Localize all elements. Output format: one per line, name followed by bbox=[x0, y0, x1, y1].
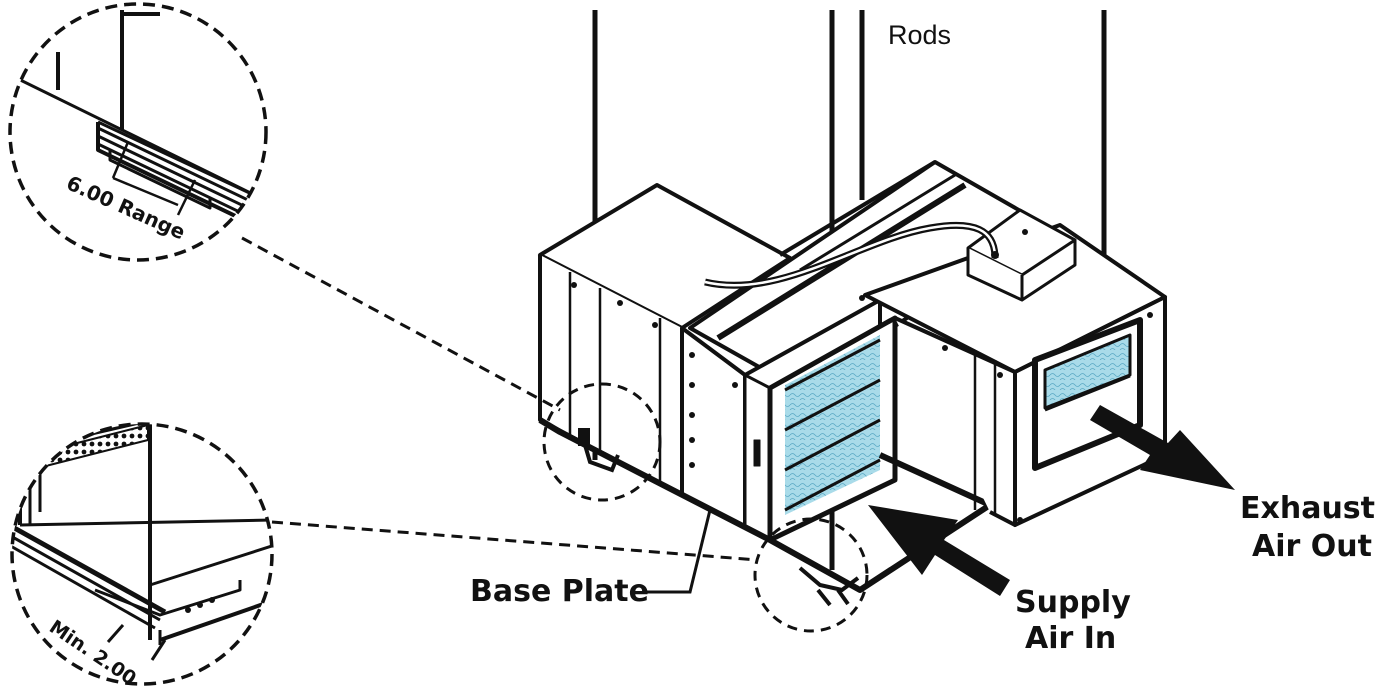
detail-leader-lines bbox=[241, 236, 759, 562]
range-label: 6.00 Range bbox=[63, 171, 189, 245]
supply-air-arrow bbox=[868, 505, 1010, 596]
supply-air-label-line1: Supply bbox=[1015, 585, 1131, 620]
detail-marker-circles bbox=[542, 382, 869, 633]
rods-label: Rods bbox=[888, 20, 951, 50]
mounting-brackets bbox=[578, 428, 860, 607]
base-plate-label: Base Plate bbox=[470, 574, 649, 609]
exhaust-air-label-line2: Air Out bbox=[1252, 529, 1372, 564]
exhaust-air-arrow bbox=[1090, 405, 1235, 490]
min-clearance-detail-view: Min. 2.00 bbox=[10, 422, 274, 690]
ventilation-unit bbox=[538, 160, 1167, 593]
supply-air-label-line2: Air In bbox=[1025, 621, 1116, 656]
base-plate-leader bbox=[645, 509, 712, 594]
exhaust-air-label-line1: Exhaust bbox=[1240, 491, 1375, 526]
range-detail-view: 6.00 Range bbox=[8, 2, 268, 262]
